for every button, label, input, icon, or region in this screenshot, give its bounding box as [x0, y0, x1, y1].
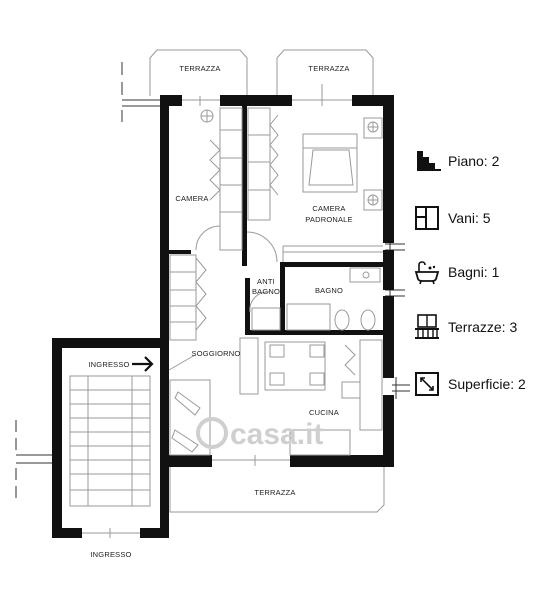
label-anti-bagno-line2: BAGNO	[252, 287, 280, 296]
terrace-left-outline	[149, 49, 248, 96]
legend-rooms: Vani: 5	[413, 204, 491, 232]
legend-bathrooms: Bagni: 1	[413, 258, 499, 286]
label-cucina: CUCINA	[309, 408, 339, 417]
legend-floor-label: Piano: 2	[448, 153, 500, 169]
area-icon	[415, 372, 439, 396]
label-anti-bagno-line1: ANTI	[257, 277, 275, 286]
legend-terraces-label: Terrazze: 3	[448, 319, 518, 335]
legend-rooms-label: Vani: 5	[448, 210, 491, 226]
label-ingresso-bottom: INGRESSO	[90, 550, 131, 559]
legend-bathrooms-label: Bagni: 1	[448, 264, 500, 280]
stairs-icon	[417, 151, 441, 171]
legend-area-label: Superficie: 2	[448, 376, 526, 392]
terrace-icon	[415, 314, 439, 339]
label-terrazza-left: TERRAZZA	[179, 64, 220, 73]
label-camera: CAMERA	[175, 194, 208, 203]
label-camera-padronale-line1: CAMERA	[312, 204, 345, 213]
legend-terraces: Terrazze: 3	[413, 313, 517, 341]
entrance-arrow-icon	[132, 356, 154, 372]
bathtub-icon	[414, 261, 440, 285]
watermark: casa.it	[196, 417, 323, 451]
label-terrazza-right: TERRAZZA	[308, 64, 349, 73]
watermark-text: casa.it	[230, 418, 323, 451]
legend-floor: Piano: 2	[413, 147, 499, 175]
label-camera-padronale-line2: PADRONALE	[305, 215, 353, 224]
label-soggiorno: SOGGIORNO	[192, 349, 241, 358]
rooms-icon	[415, 206, 439, 230]
label-bagno: BAGNO	[315, 286, 343, 295]
terrace-bottom-outline	[169, 466, 385, 513]
label-terrazza-bottom: TERRAZZA	[254, 488, 295, 497]
dimension-marks	[15, 62, 410, 498]
label-ingresso-side: INGRESSO	[88, 360, 129, 369]
property-legend: Piano: 2 Vani: 5 Bagni: 1	[413, 0, 553, 600]
walls	[52, 95, 394, 538]
fixtures	[69, 84, 383, 538]
terrace-right-outline	[276, 49, 374, 96]
legend-area: Superficie: 2	[413, 370, 526, 398]
